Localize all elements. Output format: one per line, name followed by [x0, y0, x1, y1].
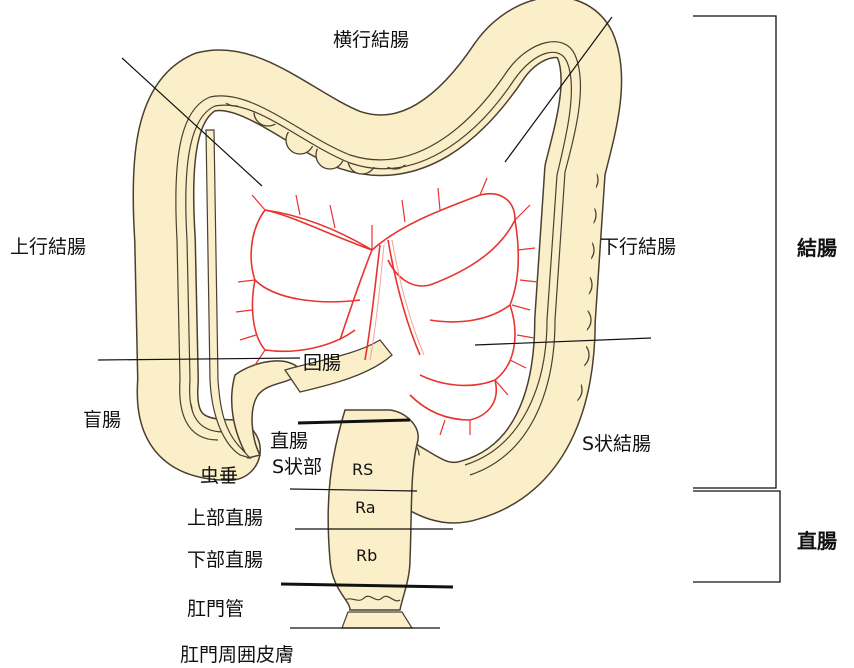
- label-rb: Rb: [356, 546, 377, 565]
- label-rectum-group: 直腸: [797, 525, 837, 554]
- label-lower-rectum: 下部直腸: [187, 545, 263, 572]
- bracket-rectum: [693, 491, 780, 582]
- label-rectosigmoid-2: S状部: [272, 452, 322, 479]
- label-colon-group: 結腸: [797, 232, 837, 261]
- label-ascending-colon: 上行結腸: [10, 232, 86, 259]
- label-rs: RS: [352, 460, 373, 479]
- label-ileum: 回腸: [303, 348, 341, 375]
- label-ra: Ra: [355, 498, 376, 517]
- label-sigmoid-colon: S状結腸: [582, 429, 651, 456]
- label-transverse-colon: 横行結腸: [333, 25, 409, 52]
- label-cecum: 盲腸: [83, 405, 121, 432]
- brackets: [693, 16, 780, 582]
- leader-ileum: [98, 358, 300, 360]
- line-rb-anal: [281, 584, 453, 587]
- label-appendix: 虫垂: [200, 461, 238, 488]
- mesenteric-vessels: [236, 178, 538, 435]
- bracket-colon: [693, 16, 776, 488]
- label-rectosigmoid-1: 直腸: [270, 426, 308, 453]
- label-descending-colon: 下行結腸: [600, 232, 676, 259]
- label-upper-rectum: 上部直腸: [187, 503, 263, 530]
- label-anal-canal: 肛門管: [187, 594, 244, 621]
- rectum: [328, 410, 418, 628]
- label-perianal-skin: 肛門周囲皮膚: [180, 640, 294, 667]
